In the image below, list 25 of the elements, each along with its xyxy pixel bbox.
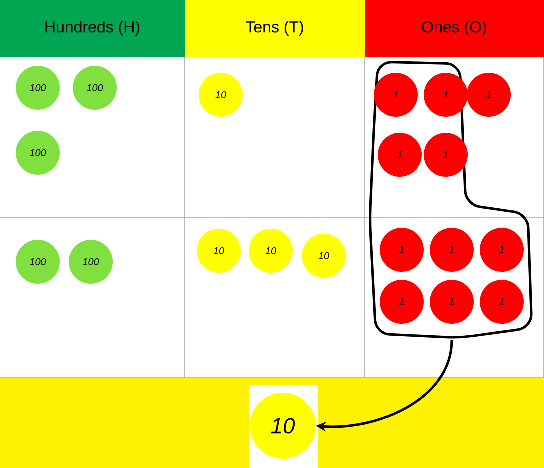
counter-disc: 1 [480,228,524,272]
counter-disc: 1 [424,73,468,117]
counter-disc: 100 [73,66,117,110]
counter-disc: 1 [467,73,511,117]
counter-disc: 100 [16,66,60,110]
counter-disc: 1 [378,133,422,177]
counter-disc: 10 [199,73,243,117]
counter-disc: 10 [250,393,316,459]
column-header: Tens (T) [185,0,365,57]
counter-disc: 10 [249,229,293,273]
counter-disc: 100 [16,240,60,284]
counter-disc: 10 [197,229,241,273]
column-header: Hundreds (H) [0,0,185,57]
counter-disc: 1 [380,228,424,272]
counter-disc: 1 [430,280,474,324]
counter-disc: 1 [480,280,524,324]
counter-disc: 1 [430,228,474,272]
column-header: Ones (O) [365,0,544,57]
counter-disc: 100 [69,240,113,284]
counter-disc: 1 [424,133,468,177]
counter-disc: 100 [16,131,60,175]
counter-disc: 10 [302,234,346,278]
counter-disc: 1 [380,280,424,324]
loop-outline [369,61,533,339]
counter-disc: 1 [374,73,418,117]
